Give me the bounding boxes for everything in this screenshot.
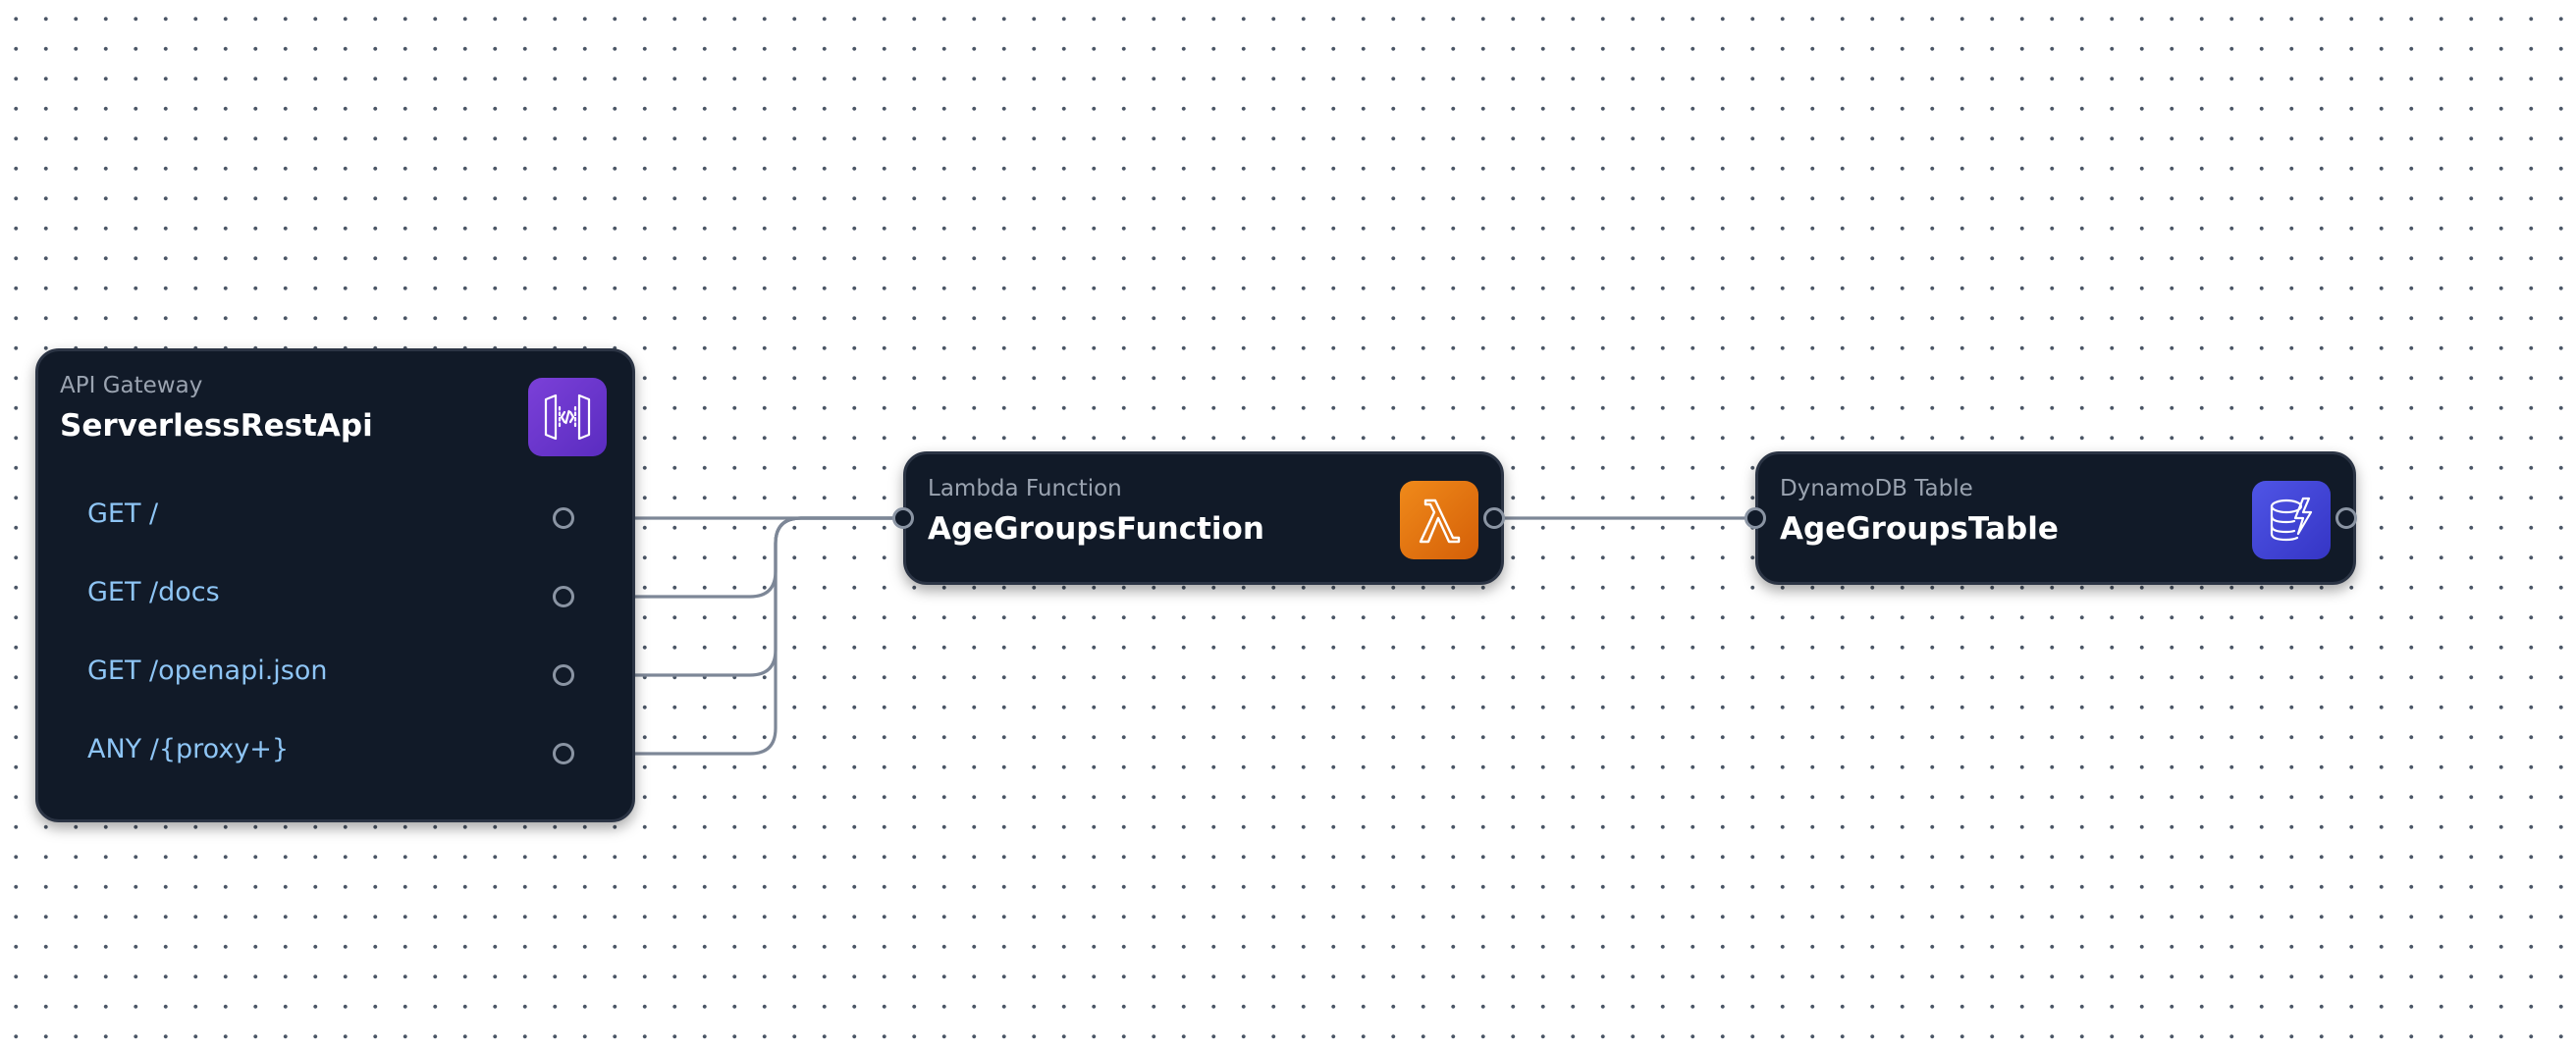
node-type-label: API Gateway (60, 373, 203, 398)
route-get-openapi[interactable]: GET /openapi.json (87, 656, 328, 686)
lambda-output-handle[interactable] (1483, 507, 1505, 529)
node-title: ServerlessRestApi (60, 408, 373, 444)
dynamodb-output-handle[interactable] (2335, 507, 2357, 529)
route-any-proxy[interactable]: ANY /{proxy+} (87, 734, 290, 764)
dynamodb-table-node[interactable]: DynamoDB Table AgeGroupsTable (1755, 451, 2356, 585)
dynamodb-icon (2252, 481, 2331, 559)
node-title: AgeGroupsTable (1780, 511, 2059, 547)
dynamodb-input-handle[interactable] (1744, 507, 1766, 529)
route-get-docs-handle[interactable] (553, 586, 574, 607)
lambda-input-handle[interactable] (892, 507, 914, 529)
api-gateway-icon (528, 378, 607, 456)
node-type-label: Lambda Function (928, 476, 1122, 501)
route-get-root-handle[interactable] (553, 507, 574, 529)
lambda-function-node[interactable]: Lambda Function AgeGroupsFunction (903, 451, 1504, 585)
api-gateway-node[interactable]: API Gateway ServerlessRestApi GET / GET … (35, 348, 635, 822)
route-get-docs[interactable]: GET /docs (87, 577, 220, 607)
route-get-root[interactable]: GET / (87, 499, 159, 529)
route-any-proxy-handle[interactable] (553, 743, 574, 764)
node-type-label: DynamoDB Table (1780, 476, 1973, 501)
lambda-icon (1400, 481, 1478, 559)
node-title: AgeGroupsFunction (928, 511, 1264, 547)
route-get-openapi-handle[interactable] (553, 664, 574, 686)
